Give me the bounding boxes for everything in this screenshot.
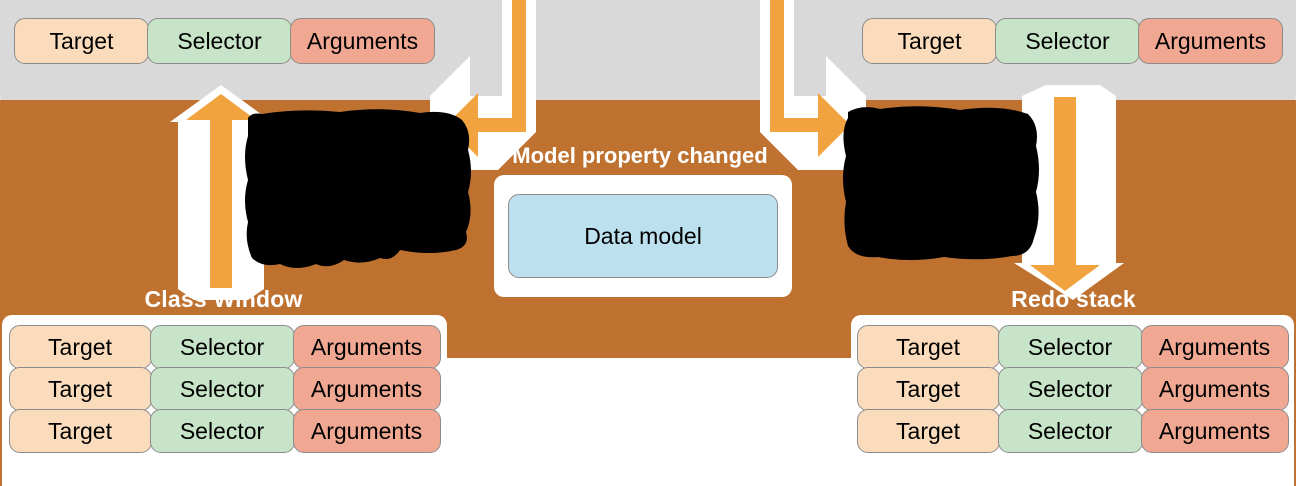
- pill-arguments[interactable]: Arguments: [292, 367, 441, 411]
- pill-target[interactable]: Target: [8, 325, 152, 369]
- table-row: Target Selector Arguments: [851, 367, 1294, 411]
- top-right-invocation-row: Target Selector Arguments: [862, 18, 1283, 64]
- left-stack-title: Class Window: [144, 286, 303, 312]
- pill-arguments[interactable]: Arguments: [1138, 18, 1283, 64]
- pill-target[interactable]: Target: [8, 367, 152, 411]
- pill-target[interactable]: Target: [862, 18, 997, 64]
- pill-selector[interactable]: Selector: [149, 367, 295, 411]
- centre-node-card: Data model: [494, 175, 792, 297]
- right-stack-panel: Target Selector Arguments Target Selecto…: [851, 315, 1294, 486]
- left-stack-panel: Target Selector Arguments Target Selecto…: [2, 315, 447, 486]
- pill-arguments[interactable]: Arguments: [292, 409, 441, 453]
- arrow-down-right-top-row-to-redo-stack: [1014, 85, 1124, 300]
- arrow-up-left-stack-to-top-row: [170, 85, 272, 300]
- right-stack-title: Redo stack: [1011, 286, 1136, 312]
- table-row: Target Selector Arguments: [2, 409, 447, 453]
- pill-target[interactable]: Target: [856, 409, 1000, 453]
- pill-selector[interactable]: Selector: [149, 409, 295, 453]
- pill-selector[interactable]: Selector: [995, 18, 1140, 64]
- pill-target[interactable]: Target: [856, 367, 1000, 411]
- pill-target[interactable]: Target: [14, 18, 149, 64]
- table-row: Target Selector Arguments: [2, 367, 447, 411]
- pill-selector[interactable]: Selector: [997, 409, 1143, 453]
- pill-selector[interactable]: Selector: [147, 18, 292, 64]
- pill-arguments[interactable]: Arguments: [1140, 325, 1289, 369]
- pill-arguments[interactable]: Arguments: [292, 325, 441, 369]
- pill-arguments[interactable]: Arguments: [290, 18, 435, 64]
- pill-selector[interactable]: Selector: [997, 367, 1143, 411]
- table-row: Target Selector Arguments: [851, 325, 1294, 369]
- top-left-invocation-row: Target Selector Arguments: [14, 18, 435, 64]
- pill-target[interactable]: Target: [8, 409, 152, 453]
- table-row: Target Selector Arguments: [851, 409, 1294, 453]
- pill-arguments[interactable]: Arguments: [1140, 367, 1289, 411]
- centre-node-title: Model property changed: [512, 143, 768, 168]
- pill-selector[interactable]: Selector: [149, 325, 295, 369]
- pill-arguments[interactable]: Arguments: [1140, 409, 1289, 453]
- pill-target[interactable]: Target: [856, 325, 1000, 369]
- pill-selector[interactable]: Selector: [997, 325, 1143, 369]
- data-model-box[interactable]: Data model: [508, 194, 778, 278]
- table-row: Target Selector Arguments: [2, 325, 447, 369]
- arrow-up-right-diagonal-from-centre: [760, 0, 866, 170]
